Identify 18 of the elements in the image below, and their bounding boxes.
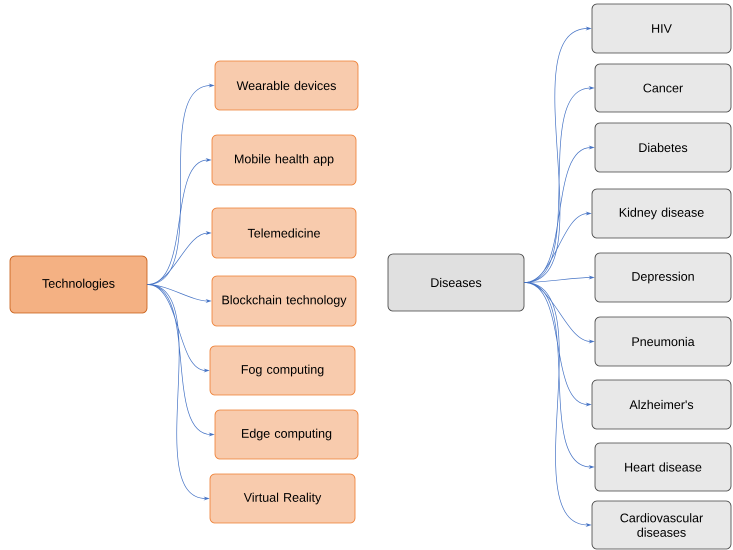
disease-box: Cardiovascular diseases: [592, 500, 732, 550]
technology-box: Mobile health app: [212, 134, 356, 186]
disease-box: Heart disease: [594, 442, 732, 492]
topic-box: Diseases: [388, 254, 524, 312]
disease-box: Cancer: [594, 64, 732, 112]
technology-box: Blockchain technology: [212, 276, 356, 326]
technology-box: Edge computing: [214, 410, 358, 460]
topic-box: Technologies: [10, 256, 148, 314]
technology-box: Fog computing: [210, 346, 356, 396]
disease-box: Pneumonia: [594, 316, 732, 366]
disease-box: Alzheimer's: [592, 380, 732, 430]
disease-box: Diabetes: [594, 122, 732, 172]
disease-box: HIV: [592, 4, 732, 54]
disease-box: Kidney disease: [592, 188, 732, 238]
technology-box: Wearable devices: [214, 60, 358, 110]
technology-box: Virtual Reality: [210, 474, 356, 524]
technology-box: Telemedicine: [212, 208, 356, 258]
disease-box: Depression: [594, 252, 732, 302]
